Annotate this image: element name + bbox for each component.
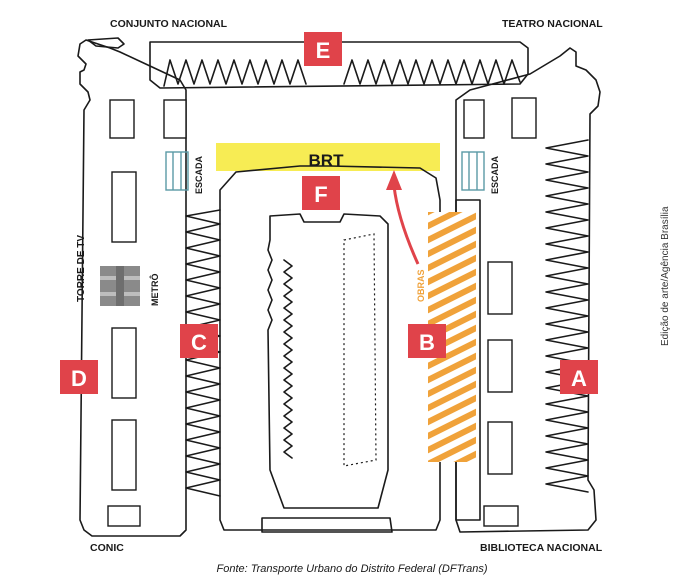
block-e4 bbox=[487, 339, 513, 393]
metro-label: METRÔ bbox=[149, 274, 160, 307]
bottom-island bbox=[261, 517, 393, 533]
obras-hatch-line bbox=[428, 296, 476, 328]
platform-north bbox=[149, 41, 529, 89]
platform-west bbox=[77, 39, 187, 537]
obras-label: OBRAS bbox=[416, 269, 426, 302]
central-dotted bbox=[343, 233, 377, 467]
east-teeth bbox=[545, 139, 589, 493]
teatro-nacional-label: TEATRO NACIONAL bbox=[502, 18, 603, 30]
brt-label: BRT bbox=[309, 151, 345, 170]
central-island bbox=[267, 213, 389, 509]
block-e6 bbox=[483, 505, 519, 527]
svg-text:D: D bbox=[71, 366, 87, 391]
obras-hatch-line bbox=[428, 352, 476, 384]
block-w4 bbox=[111, 419, 137, 491]
obras-hatch-line bbox=[428, 254, 476, 286]
conic-label: CONIC bbox=[90, 542, 124, 554]
biblioteca-nacional-label: BIBLIOTECA NACIONAL bbox=[480, 542, 603, 554]
svg-text:A: A bbox=[571, 366, 587, 391]
block-w6 bbox=[163, 99, 187, 139]
block-w1 bbox=[109, 99, 135, 139]
marker-b: B bbox=[408, 324, 446, 358]
marker-e: E bbox=[304, 32, 342, 66]
escada-left-label: ESCADA bbox=[194, 155, 204, 194]
marker-f: F bbox=[302, 176, 340, 210]
c-teeth bbox=[185, 209, 221, 497]
escada-right-icon bbox=[461, 151, 485, 191]
obras-hatch-line bbox=[428, 422, 476, 454]
escada-left-icon bbox=[165, 151, 189, 191]
marker-d: D bbox=[60, 360, 98, 394]
svg-text:B: B bbox=[419, 330, 435, 355]
obras-hatch-line bbox=[428, 394, 476, 426]
obras-hatch-line bbox=[428, 436, 476, 462]
conjunto-nacional-label: CONJUNTO NACIONAL bbox=[110, 18, 228, 30]
obras-hatch-line bbox=[428, 226, 476, 258]
obras-arrowhead bbox=[386, 170, 402, 190]
block-e5 bbox=[487, 421, 513, 475]
central-sawtooth bbox=[283, 259, 293, 459]
obras-hatch-line bbox=[428, 380, 476, 412]
obras-hatch-line bbox=[428, 212, 476, 244]
obras-hatch-line bbox=[428, 282, 476, 314]
obras-hatch-line bbox=[428, 408, 476, 440]
obras-hatch-line bbox=[428, 240, 476, 272]
north-teeth bbox=[163, 59, 521, 87]
block-w2 bbox=[111, 171, 137, 243]
obras-hatch-line bbox=[428, 268, 476, 300]
torre-de-tv-label: TORRE DE TV bbox=[76, 235, 87, 302]
svg-text:E: E bbox=[316, 38, 331, 63]
platform-c bbox=[219, 165, 441, 531]
obras-hatch-line bbox=[428, 366, 476, 398]
block-e1 bbox=[463, 99, 485, 139]
obras-hatch-line bbox=[428, 212, 463, 230]
obras-hatch-line bbox=[428, 338, 476, 370]
obras-arrow bbox=[392, 185, 420, 265]
block-w5 bbox=[107, 505, 141, 527]
platform-east bbox=[455, 47, 601, 533]
source-label: Fonte: Transporte Urbano do Distrito Fed… bbox=[216, 563, 487, 575]
svg-text:F: F bbox=[314, 182, 327, 207]
block-w3 bbox=[111, 327, 137, 399]
block-e3 bbox=[487, 261, 513, 315]
obras-hatch-line bbox=[453, 450, 476, 462]
credit-label: Edição de arte/Agência Brasília bbox=[660, 206, 671, 346]
svg-text:C: C bbox=[191, 330, 207, 355]
block-e2 bbox=[511, 97, 537, 139]
wedge-top-left bbox=[87, 37, 125, 49]
marker-a: A bbox=[560, 360, 598, 394]
metro-icon bbox=[100, 266, 140, 306]
marker-c: C bbox=[180, 324, 218, 358]
escada-right-label: ESCADA bbox=[490, 155, 500, 194]
